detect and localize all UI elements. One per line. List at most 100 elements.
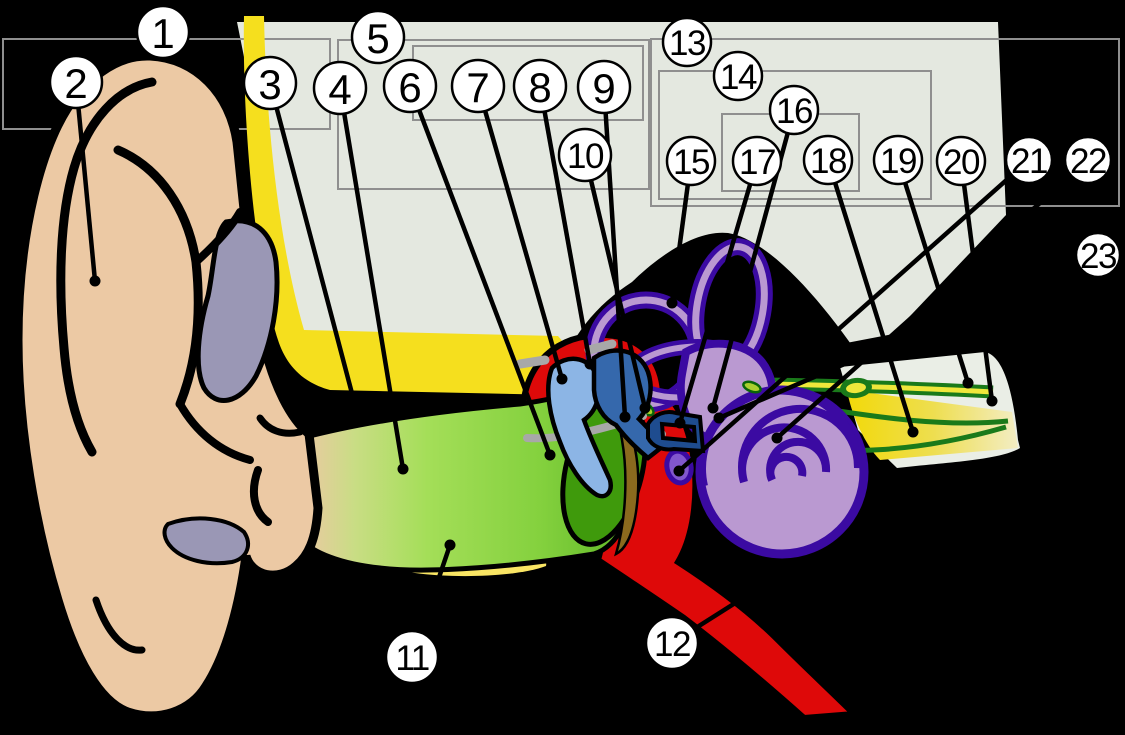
leader-dot-2 xyxy=(89,275,101,287)
callout-number-1: 1 xyxy=(151,10,174,57)
leader-line-4 xyxy=(342,113,406,470)
callout-number-13: 13 xyxy=(669,24,705,63)
callout-number-16: 16 xyxy=(776,92,812,131)
callout-9: 9 xyxy=(576,59,632,115)
callout-number-22: 22 xyxy=(1070,142,1106,181)
leader-line-23 xyxy=(718,261,1079,421)
leader-dot-19 xyxy=(962,377,974,389)
callout-number-5: 5 xyxy=(366,15,389,62)
malleus-ligament xyxy=(515,355,550,369)
callout-21: 21 xyxy=(1004,135,1054,185)
callout-number-21: 21 xyxy=(1011,142,1047,181)
callout-number-2: 2 xyxy=(64,60,87,107)
inner-ear-group xyxy=(585,238,869,559)
callout-circle-2 xyxy=(48,54,104,110)
callout-circle-20 xyxy=(935,135,987,187)
callout-circle-17 xyxy=(731,135,783,187)
callout-1: 1 xyxy=(135,4,191,60)
callout-number-19: 19 xyxy=(880,142,916,181)
callout-circle-9 xyxy=(576,59,632,115)
callout-17: 17 xyxy=(731,135,783,187)
callout-15: 15 xyxy=(665,135,717,187)
callout-number-4: 4 xyxy=(328,66,351,113)
leader-dot-6 xyxy=(544,449,556,461)
leader-line-2 xyxy=(76,107,98,282)
callout-number-15: 15 xyxy=(673,143,709,182)
callout-circle-3 xyxy=(242,55,298,111)
callout-circle-14 xyxy=(712,50,764,102)
pinna-creases xyxy=(56,77,304,654)
auditory-canal-wedge xyxy=(848,390,1018,460)
leader-dot-18 xyxy=(907,426,919,438)
ossicles-group xyxy=(515,339,706,499)
callout-circle-13 xyxy=(661,16,713,68)
callout-circle-8 xyxy=(512,58,568,114)
leader-dot-8 xyxy=(584,358,596,370)
concha-cartilage xyxy=(195,218,280,403)
leader-line-21 xyxy=(677,173,1014,473)
leader-line-19 xyxy=(903,182,971,384)
leader-line-12 xyxy=(692,591,753,631)
leader-dot-20 xyxy=(986,395,998,407)
callout-number-17: 17 xyxy=(739,143,775,182)
callout-4: 4 xyxy=(312,60,368,116)
callout-8: 8 xyxy=(512,58,568,114)
callout-circle-16 xyxy=(768,84,820,136)
callout-number-11: 11 xyxy=(395,639,428,678)
helix-crease xyxy=(56,77,157,457)
leader-line-6 xyxy=(417,109,553,456)
callout-number-14: 14 xyxy=(720,58,757,97)
callout-circle-11 xyxy=(384,629,440,685)
leader-dot-10 xyxy=(639,402,651,414)
callout-number-23: 23 xyxy=(1080,237,1116,276)
auditory-nerve-group xyxy=(752,352,1020,468)
leader-dot-16 xyxy=(707,402,719,414)
antihelix-fork xyxy=(192,208,244,266)
callout-circle-21 xyxy=(1004,135,1054,185)
callout-3: 3 xyxy=(242,55,298,111)
callout-circle-12 xyxy=(644,615,700,671)
callout-16: 16 xyxy=(768,84,820,136)
callout-number-18: 18 xyxy=(810,142,846,181)
leader-line-3 xyxy=(274,107,357,402)
leader-dot-7 xyxy=(556,373,568,385)
leader-dot-22 xyxy=(771,432,783,444)
callout-20: 20 xyxy=(935,135,987,187)
callout-number-12: 12 xyxy=(654,625,690,664)
leader-dot-21 xyxy=(673,465,685,477)
callout-circle-22 xyxy=(1063,135,1113,185)
leader-dot-12 xyxy=(745,587,757,599)
callout-circle-15 xyxy=(665,135,717,187)
callout-number-9: 9 xyxy=(592,65,615,112)
incus-ligament xyxy=(584,339,617,355)
callout-19: 19 xyxy=(872,134,924,186)
group-box-5 xyxy=(658,70,932,200)
lower-cartilage xyxy=(162,516,250,566)
leader-line-8 xyxy=(542,111,593,365)
callout-23: 23 xyxy=(1074,231,1122,279)
callout-5: 5 xyxy=(350,9,406,65)
group-box-4 xyxy=(650,38,1120,207)
callout-6: 6 xyxy=(382,58,438,114)
callout-number-8: 8 xyxy=(528,64,551,111)
leader-line-15 xyxy=(669,184,691,304)
callout-circle-1 xyxy=(135,4,191,60)
callout-circle-7 xyxy=(450,58,506,114)
round-window-marker xyxy=(742,380,762,394)
leader-line-17 xyxy=(677,183,753,424)
intertragic-notch xyxy=(249,466,272,526)
callout-number-10: 10 xyxy=(567,137,604,176)
callout-13: 13 xyxy=(661,16,713,68)
leader-line-18 xyxy=(833,182,916,433)
lobe-crease xyxy=(92,596,146,654)
leader-lines-layer xyxy=(76,107,1079,634)
callout-7: 7 xyxy=(450,58,506,114)
callout-2: 2 xyxy=(48,54,104,110)
leader-dot-15 xyxy=(666,297,678,309)
callout-18: 18 xyxy=(802,134,854,186)
callout-circle-6 xyxy=(382,58,438,114)
callout-number-3: 3 xyxy=(258,61,281,108)
callout-circle-18 xyxy=(802,134,854,186)
